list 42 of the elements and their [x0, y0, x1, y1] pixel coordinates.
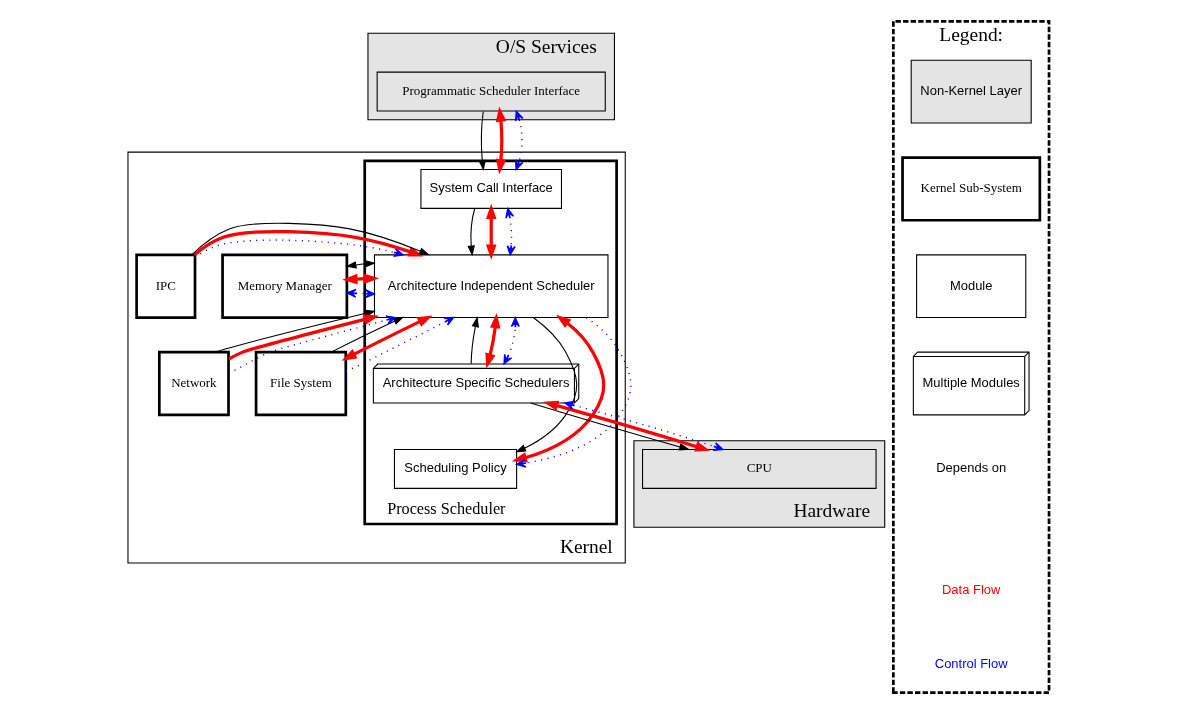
arrow [543, 400, 711, 452]
legend-label: Data Flow [942, 582, 1001, 598]
node-box: Scheduling Policy [393, 448, 518, 489]
node-box: Network [157, 350, 230, 417]
arrow [191, 222, 430, 256]
arrow [193, 230, 424, 257]
arrow [345, 260, 376, 269]
legend-label: Depends on [936, 460, 1007, 476]
node-box: File System [254, 350, 348, 417]
arrow [485, 203, 497, 260]
arrow [342, 273, 380, 285]
arrow [346, 288, 375, 299]
arrow [228, 314, 380, 361]
node-box: Kernel Sub-System [901, 156, 1042, 222]
legend-label: Control Flow [934, 655, 1008, 671]
arrow [514, 110, 524, 171]
arrow [341, 315, 433, 361]
node-box: Programmatic Scheduler Interface [376, 71, 606, 112]
arrow [495, 106, 507, 175]
arrow [227, 315, 397, 374]
arrow [194, 239, 404, 259]
arrow [214, 309, 376, 353]
node-box: Module [916, 254, 1027, 319]
node-box: Non-Kernel Layer [910, 59, 1032, 124]
arrow [564, 400, 724, 452]
arrow [330, 316, 405, 353]
arrow [530, 402, 690, 451]
node-box: Memory Manager [221, 253, 349, 319]
arrow [470, 316, 479, 365]
arrow [515, 317, 578, 453]
arrow [345, 316, 455, 372]
node-box: Architecture Independent Scheduler [373, 254, 609, 319]
arrow [485, 313, 501, 369]
node-box: IPC [135, 253, 197, 319]
arrow [511, 314, 606, 463]
arrow [516, 317, 632, 468]
arrow [503, 317, 520, 365]
arrow [467, 208, 476, 257]
node-box: System Call Interface [420, 168, 562, 209]
arrow [505, 208, 516, 256]
node-box: CPU [642, 448, 877, 489]
arrow [478, 110, 487, 171]
